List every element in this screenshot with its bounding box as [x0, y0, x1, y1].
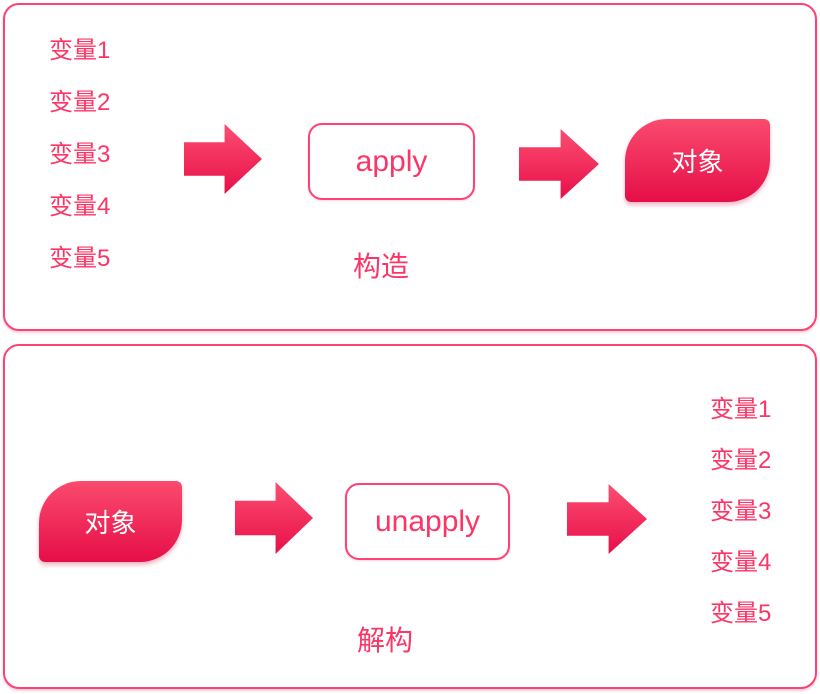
object-label: 对象	[84, 508, 137, 538]
object-shape: 对象	[625, 119, 770, 202]
variable-label: 变量3	[49, 141, 111, 168]
construct-caption: 构造	[353, 251, 410, 282]
apply-label: apply	[355, 144, 428, 178]
object-label: 对象	[671, 147, 724, 177]
variable-label: 变量5	[710, 600, 772, 627]
arrow-right-icon	[567, 484, 647, 554]
variable-label: 变量2	[49, 89, 111, 116]
variable-list-destructure: 变量1 变量2 变量3 变量4 变量5	[710, 396, 771, 628]
variable-label: 变量3	[710, 498, 772, 525]
construct-panel: 变量1 变量2 变量3 变量4 变量5 apply 对象 构造	[3, 3, 817, 331]
variable-label: 变量4	[49, 193, 111, 220]
variable-list-construct: 变量1 变量2 变量3 变量4 变量5	[49, 37, 110, 273]
variable-label: 变量1	[49, 37, 111, 64]
apply-box: apply	[308, 123, 475, 200]
arrow-right-icon	[184, 124, 262, 194]
variable-label: 变量4	[710, 549, 772, 576]
arrow-right-icon	[235, 482, 313, 554]
unapply-box: unapply	[345, 483, 510, 560]
variable-label: 变量1	[710, 396, 772, 423]
unapply-label: unapply	[374, 504, 481, 538]
object-shape: 对象	[39, 481, 182, 562]
destructure-caption: 解构	[357, 625, 414, 656]
arrow-right-icon	[519, 129, 599, 199]
destructure-panel: 对象 unapply 变量1 变量2 变量3 变量4 变量5 解构	[3, 344, 817, 689]
variable-label: 变量2	[710, 447, 772, 474]
variable-label: 变量5	[49, 245, 111, 272]
